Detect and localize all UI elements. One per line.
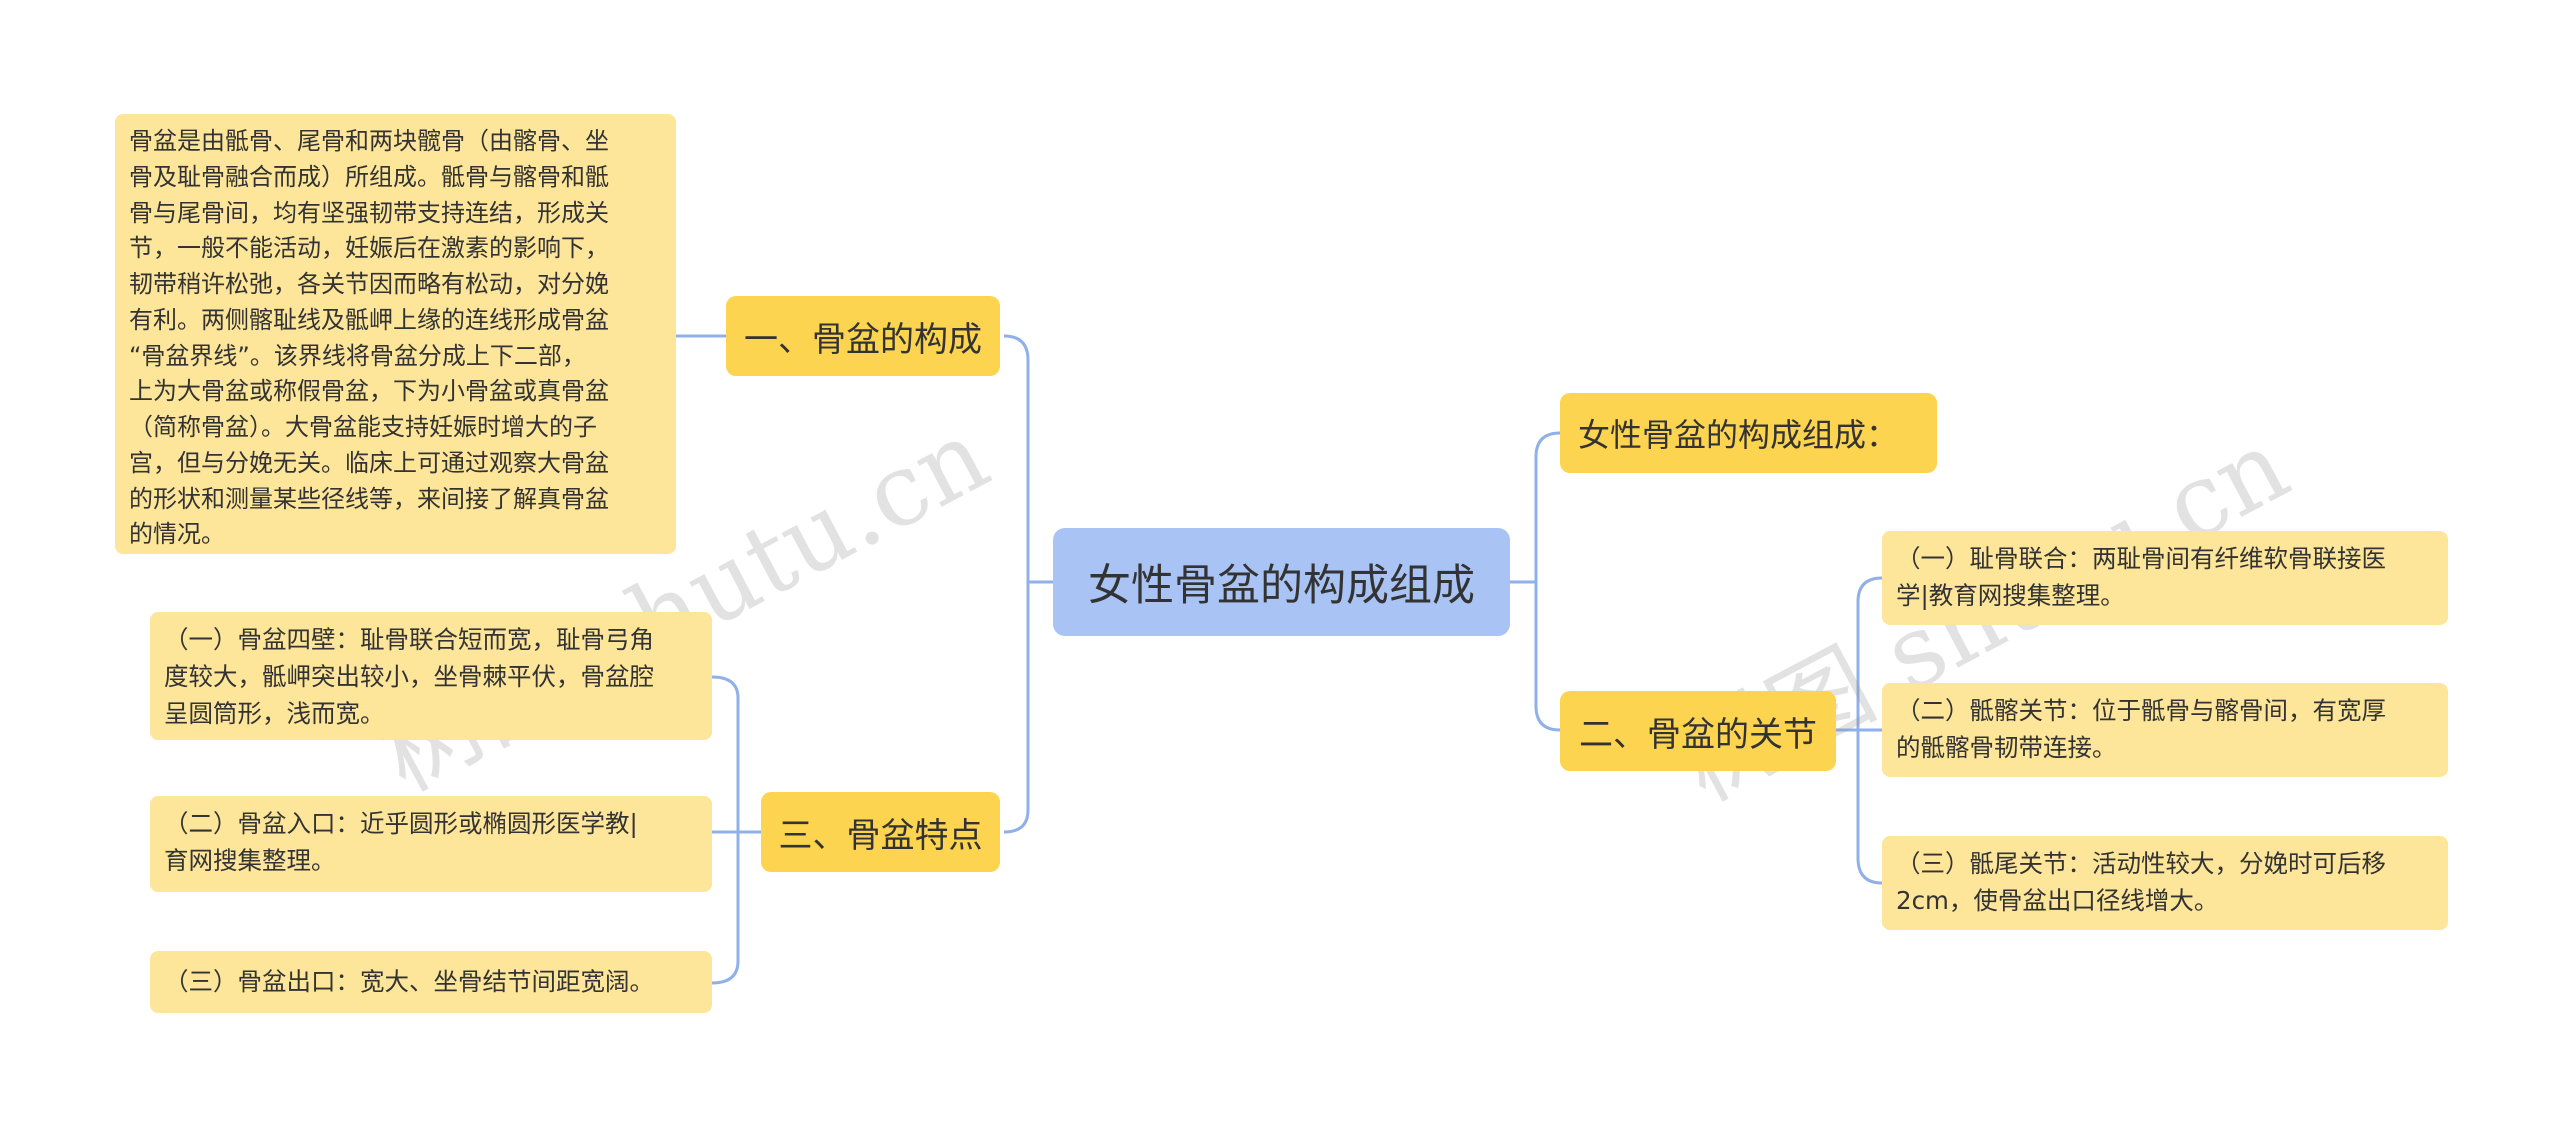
leaf-pubic-symphysis[interactable]: （一）耻骨联合：两耻骨间有纤维软骨联接医 学|教育网搜集整理。 xyxy=(1882,531,2448,625)
leaf-pelvis-inlet[interactable]: （二）骨盆入口：近乎圆形或椭圆形医学教| 育网搜集整理。 xyxy=(150,796,712,892)
connector-b2-leaves xyxy=(711,675,761,985)
branch-pelvis-features[interactable]: 三、骨盆特点 xyxy=(761,792,1000,872)
leaf-sacrococcygeal-joint[interactable]: （三）骶尾关节：活动性较大，分娩时可后移 2cm，使骨盆出口径线增大。 xyxy=(1882,836,2448,930)
leaf-pelvis-composition-detail[interactable]: 骨盆是由骶骨、尾骨和两块髋骨（由髂骨、坐 骨及耻骨融合而成）所组成。骶骨与髂骨和… xyxy=(115,114,676,554)
leaf-pelvis-outlet[interactable]: （三）骨盆出口：宽大、坐骨结节间距宽阔。 xyxy=(150,951,712,1013)
leaf-pelvis-walls[interactable]: （一）骨盆四壁：耻骨联合短而宽，耻骨弓角 度较大，骶岬突出较小，坐骨棘平伏，骨盆… xyxy=(150,612,712,740)
branch-female-pelvis-composition[interactable]: 女性骨盆的构成组成： xyxy=(1560,393,1937,473)
branch-pelvis-composition[interactable]: 一、骨盆的构成 xyxy=(726,296,1000,376)
connector-root-right xyxy=(1510,431,1561,732)
branch-pelvis-joints[interactable]: 二、骨盆的关节 xyxy=(1560,691,1836,771)
connector-root-left xyxy=(1003,334,1053,834)
connector-b4-leaves xyxy=(1836,576,1883,885)
leaf-sacroiliac-joint[interactable]: （二）骶髂关节：位于骶骨与髂骨间，有宽厚 的骶髂骨韧带连接。 xyxy=(1882,683,2448,777)
root-topic[interactable]: 女性骨盆的构成组成 xyxy=(1053,528,1510,636)
